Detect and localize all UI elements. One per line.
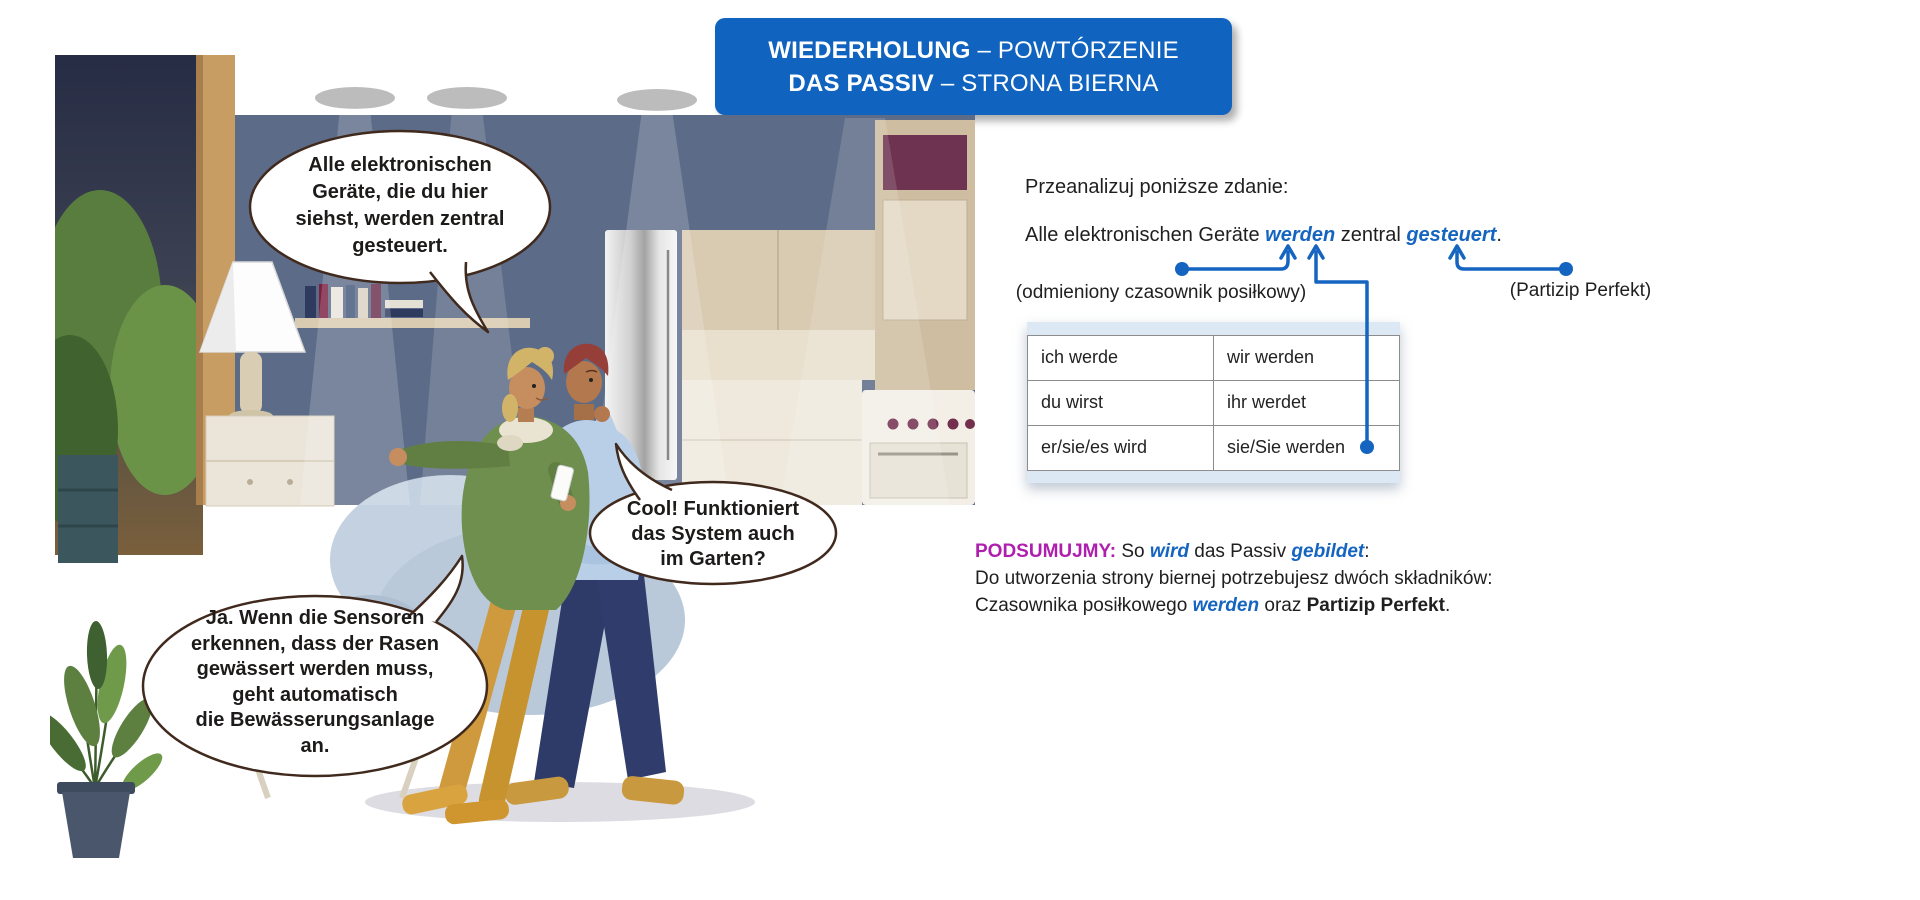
summary-block: PODSUMUJMY: So wird das Passiv gebildet:… (975, 538, 1492, 619)
connector-left-line (1180, 250, 1290, 271)
conjugation-table-panel: ich werde wir werden du wirst ihr werdet… (1027, 322, 1400, 483)
arrow-up-icon (1279, 244, 1297, 260)
speech-bubble-1 (248, 129, 552, 285)
highlight-gesteuert: gesteuert (1406, 224, 1497, 246)
stove (862, 390, 975, 505)
ceiling-lights (315, 87, 697, 111)
window-frame (196, 55, 203, 505)
speech-bubble-3 (141, 594, 489, 778)
label-auxiliary-verb: (odmieniony czasownik posiłkowy) (1015, 282, 1307, 303)
conjugation-table: ich werde wir werden du wirst ihr werdet… (1027, 334, 1400, 471)
speech-bubble-1-text: Alle elektronischen Geräte, die du hier … (295, 154, 505, 257)
speech-bubble-2 (588, 480, 838, 586)
connector-right-line (1455, 250, 1564, 271)
summary-line-1: PODSUMUJMY: So wird das Passiv gebildet: (975, 541, 1370, 562)
connector-dot (1559, 262, 1573, 276)
label-partizip-perfekt: (Partizip Perfekt) (1509, 280, 1652, 301)
floor-lamp (198, 261, 307, 505)
highlight-werden: werden (1265, 224, 1336, 246)
summary-line-3: Czasownika posiłkowego werden oraz Parti… (975, 595, 1451, 616)
speech-bubble-3-text: Ja. Wenn die Sensoren erkennen, dass der… (191, 607, 439, 757)
table-row: ich werde wir werden (1027, 334, 1400, 381)
smart-home-illustration (50, 55, 975, 858)
bookshelf (295, 284, 530, 328)
speech-bubble-1-tail (429, 261, 490, 334)
man-figure (504, 343, 685, 805)
analysis-intro: Przeanalizuj poniższe zdanie: (1025, 176, 1289, 198)
wall-unit (875, 120, 975, 390)
potted-plant (50, 621, 163, 858)
banner-line-1: WIEDERHOLUNG – POWTÓRZENIE (768, 36, 1179, 64)
woman-figure (389, 347, 590, 825)
sideboard (205, 415, 335, 507)
fridge (605, 230, 677, 480)
summary-line-2: Do utworzenia strony biernej potrzebujes… (975, 568, 1493, 589)
speech-bubble-2-text: Cool! Funktioniert das System auch im Ga… (626, 498, 800, 570)
example-sentence: Alle elektronischen Geräte werden zentra… (1025, 224, 1502, 246)
banner-line-2: DAS PASSIV – STRONA BIERNA (788, 69, 1159, 97)
summary-label: PODSUMUJMY: (975, 541, 1117, 562)
arrow-up-icon (1307, 244, 1325, 260)
table-row: er/sie/es wird sie/Sie werden (1027, 424, 1400, 471)
title-banner: WIEDERHOLUNG – POWTÓRZENIE DAS PASSIV – … (715, 18, 1232, 115)
arrow-up-icon (1448, 244, 1466, 260)
speech-bubble-shapes (141, 129, 838, 778)
speech-bubble-3-tail (407, 554, 464, 623)
teal-cabinet (58, 455, 118, 563)
speech-bubble-2-tail (614, 442, 673, 501)
table-row: du wirst ihr werdet (1027, 379, 1400, 426)
connector-dot (1175, 262, 1189, 276)
